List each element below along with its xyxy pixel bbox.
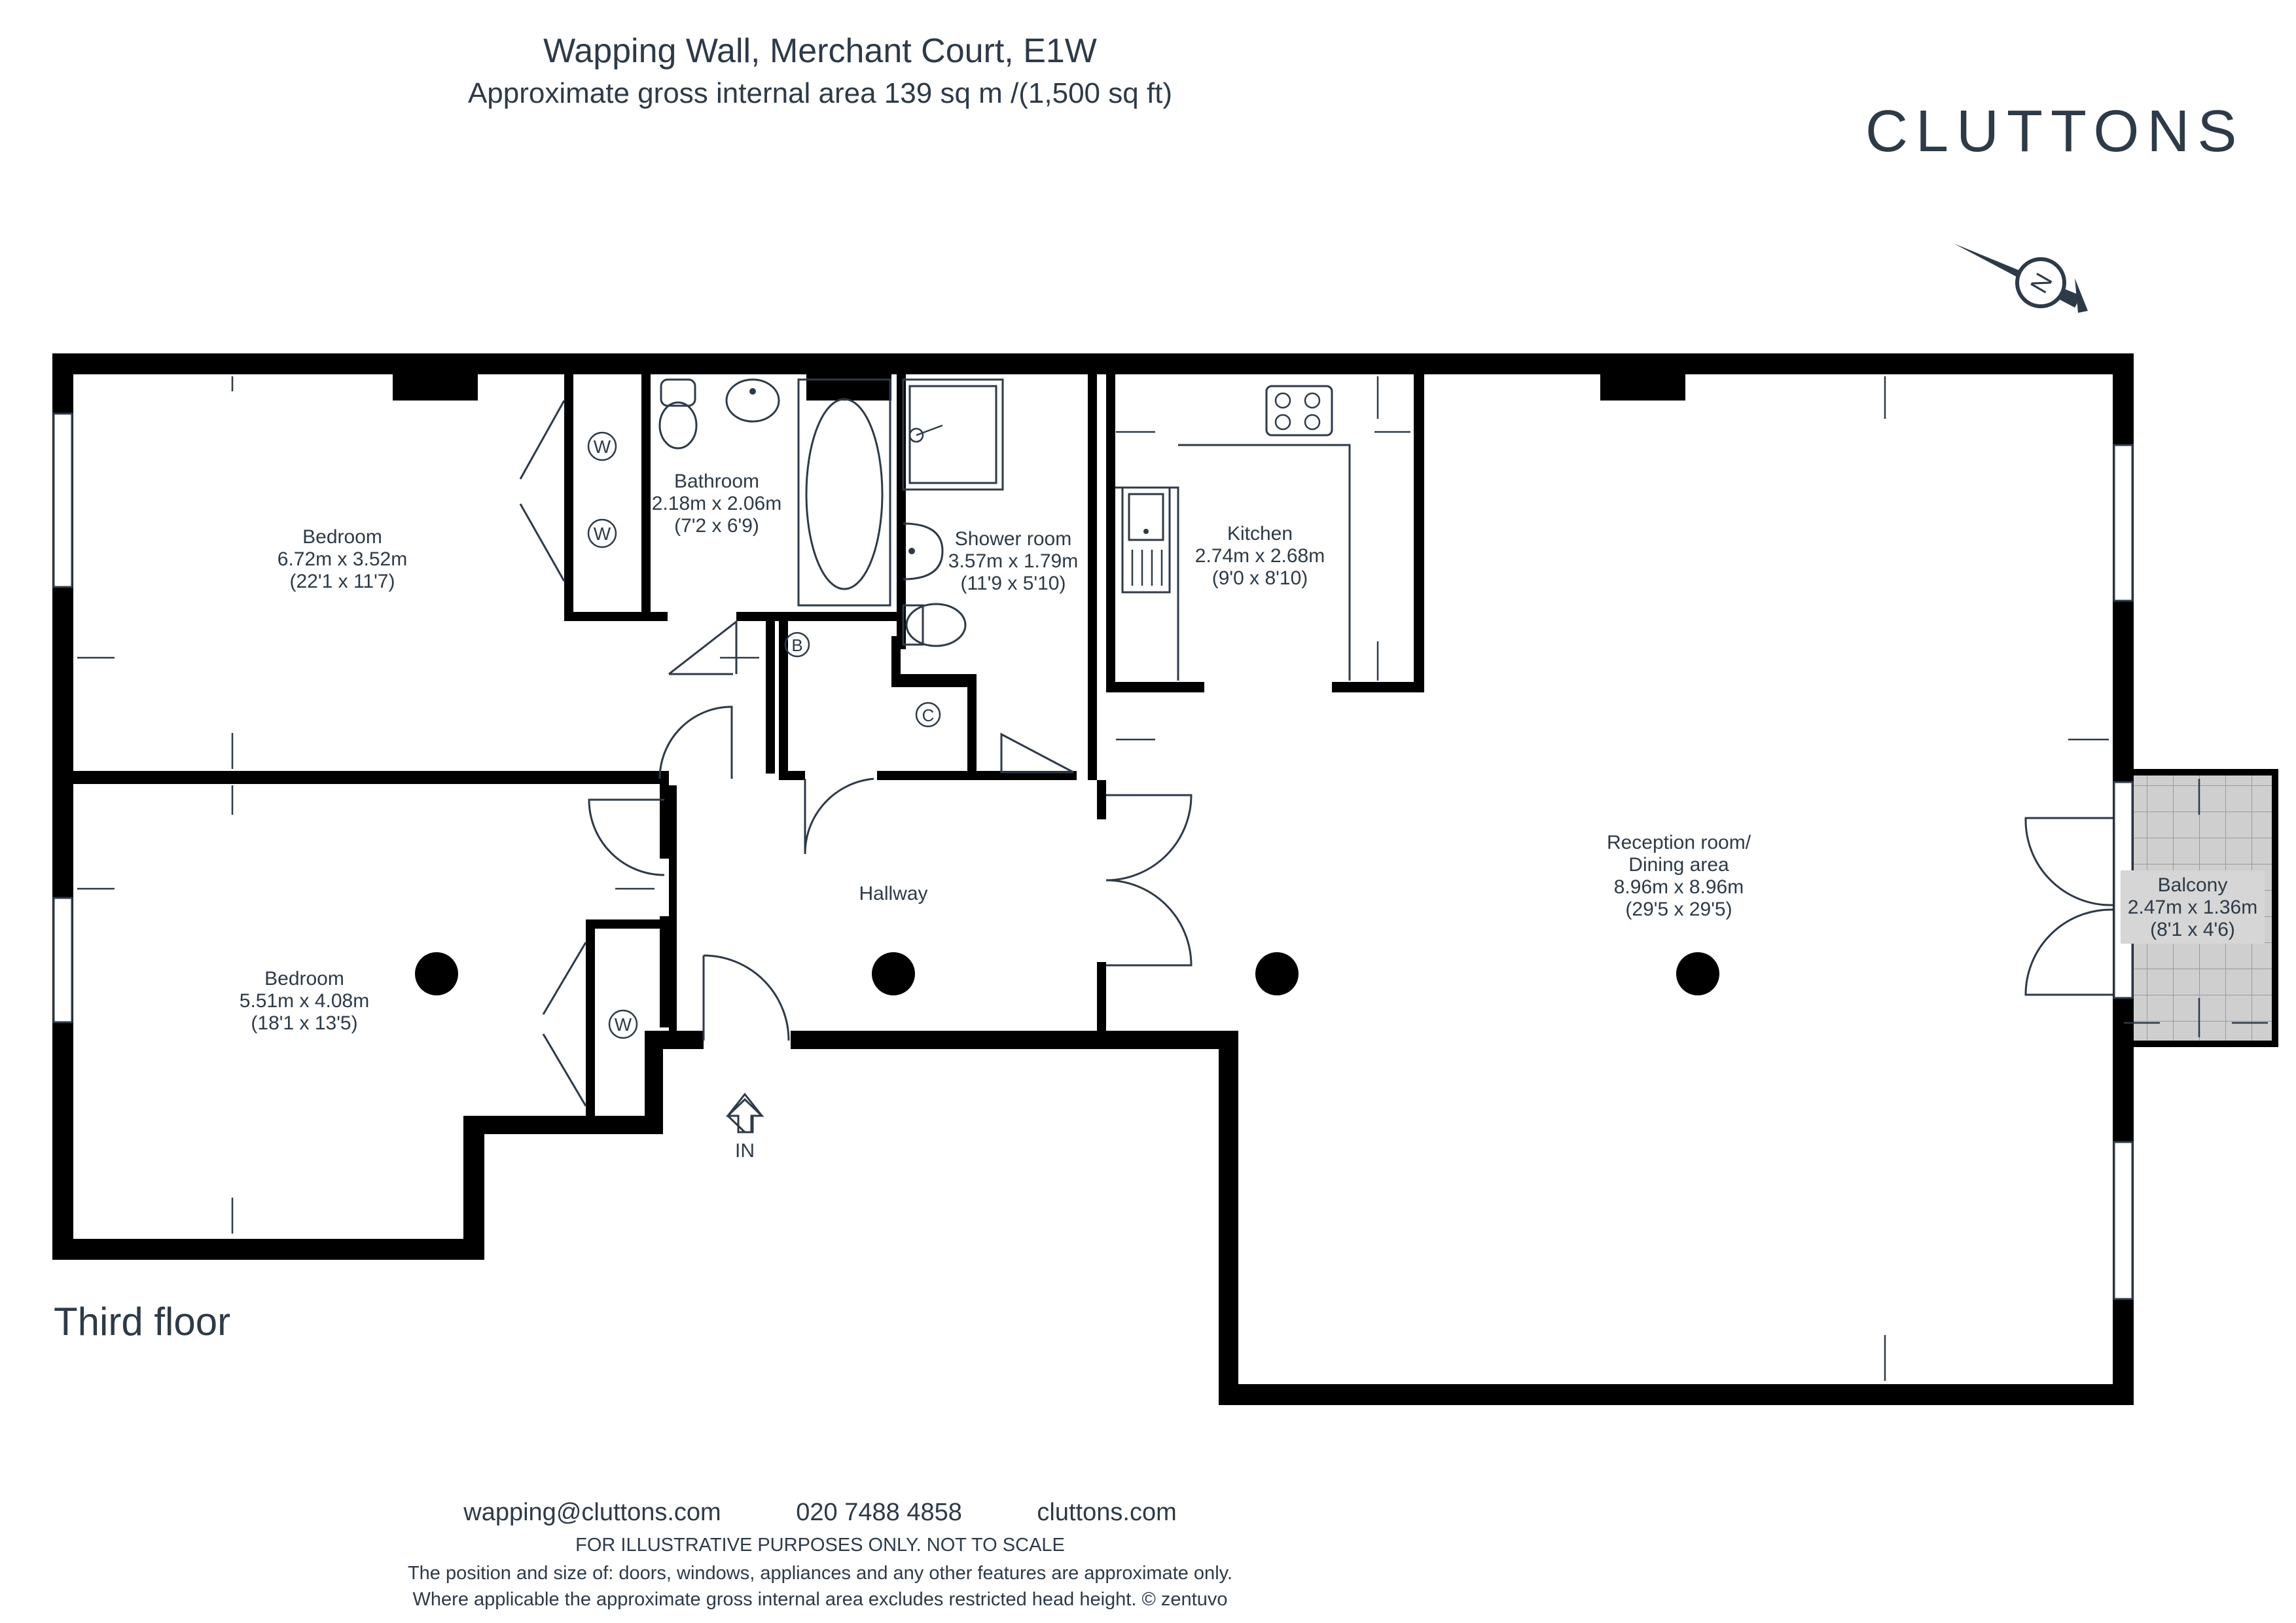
doors (588, 619, 2113, 1041)
basin-icon (725, 378, 780, 423)
bathroom-name: Bathroom (674, 471, 759, 492)
bath-icon (797, 378, 891, 607)
svg-text:W: W (594, 437, 611, 457)
balcony-name: Balcony (2158, 874, 2228, 896)
bedroom1-dims-m: 6.72m x 3.52m (278, 548, 407, 570)
wardrobe-doors-2 (542, 942, 587, 1107)
shower-toilet-icon (905, 603, 967, 647)
shower-name: Shower room (955, 528, 1071, 550)
compass-icon: N (1954, 243, 2088, 313)
disclaimer-line-1: FOR ILLUSTRATIVE PURPOSES ONLY. NOT TO S… (575, 1535, 1065, 1556)
bedroom2-name: Bedroom (264, 968, 344, 990)
wardrobe-icon: W (587, 518, 617, 548)
shower-tray-icon (902, 378, 1004, 491)
footer-website[interactable]: cluttons.com (1037, 1499, 1177, 1526)
wardrobe-icon: W (587, 431, 617, 461)
plan-title: Wapping Wall, Merchant Court, E1W (543, 32, 1097, 70)
svg-text:B: B (791, 635, 802, 655)
bathroom-dims-ft: (7'2 x 6'9) (674, 515, 759, 537)
sink-icon (1121, 486, 1171, 594)
hob-icon (1265, 385, 1333, 437)
bedroom2-dims-ft: (18'1 x 13'5) (251, 1012, 357, 1034)
room-labels: Bedroom 6.72m x 3.52m (22'1 x 11'7) Bath… (240, 471, 2265, 1034)
cupboard-icon: C (915, 702, 941, 728)
hallway-name: Hallway (859, 883, 927, 904)
cluttons-logo: CLUTTONS (1865, 99, 2245, 164)
svg-text:W: W (594, 524, 611, 544)
bathroom-dims-m: 2.18m x 2.06m (652, 493, 781, 514)
bedroom2-dims-m: 5.51m x 4.08m (240, 990, 369, 1012)
footer-phone[interactable]: 020 7488 4858 (796, 1499, 962, 1526)
boiler-icon: B (784, 632, 810, 658)
shower-dims-m: 3.57m x 1.79m (948, 550, 1078, 572)
bedroom1-dims-ft: (22'1 x 11'7) (290, 571, 395, 592)
entrance-label: IN (735, 1140, 755, 1162)
shower-dims-ft: (11'9 x 5'10) (961, 573, 1066, 594)
svg-text:W: W (615, 1014, 632, 1035)
disclaimer-line-2: The position and size of: doors, windows… (407, 1563, 1233, 1584)
kitchen-dims-ft: (9'0 x 8'10) (1212, 567, 1308, 589)
balcony-dims-ft: (8'1 x 4'6) (2150, 919, 2235, 940)
reception-name2: Dining area (1628, 854, 1729, 876)
toilet-icon (660, 378, 696, 407)
plan-area-subtitle: Approximate gross internal area 139 sq m… (467, 77, 1173, 109)
disclaimer-line-3: Where applicable the approximate gross i… (412, 1589, 1228, 1610)
wardrobe-icon: W (608, 1009, 638, 1039)
columns (415, 952, 1719, 995)
symbols: W W W B C (587, 431, 941, 1039)
walls (52, 353, 2278, 1405)
bedroom1-name: Bedroom (302, 526, 382, 548)
kitchen-name: Kitchen (1227, 523, 1293, 544)
kitchen-dims-m: 2.74m x 2.68m (1195, 545, 1325, 567)
reception-dims-ft: (29'5 x 29'5) (1625, 899, 1732, 920)
floor-label: Third floor (54, 1300, 231, 1344)
entrance-arrow-icon: IN (725, 1092, 764, 1162)
shower-basin-icon (903, 522, 944, 580)
balcony-dims-m: 2.47m x 1.36m (2128, 897, 2257, 918)
wardrobe-doors-1 (519, 400, 565, 582)
dimension-markers (77, 376, 2268, 1381)
fixtures (519, 378, 1351, 1107)
svg-text:C: C (922, 705, 935, 725)
footer-contact: wapping@cluttons.com 020 7488 4858 clutt… (429, 1499, 1210, 1527)
footer-email[interactable]: wapping@cluttons.com (463, 1499, 721, 1526)
reception-dims-m: 8.96m x 8.96m (1614, 876, 1744, 898)
reception-name: Reception room/ (1607, 832, 1751, 853)
